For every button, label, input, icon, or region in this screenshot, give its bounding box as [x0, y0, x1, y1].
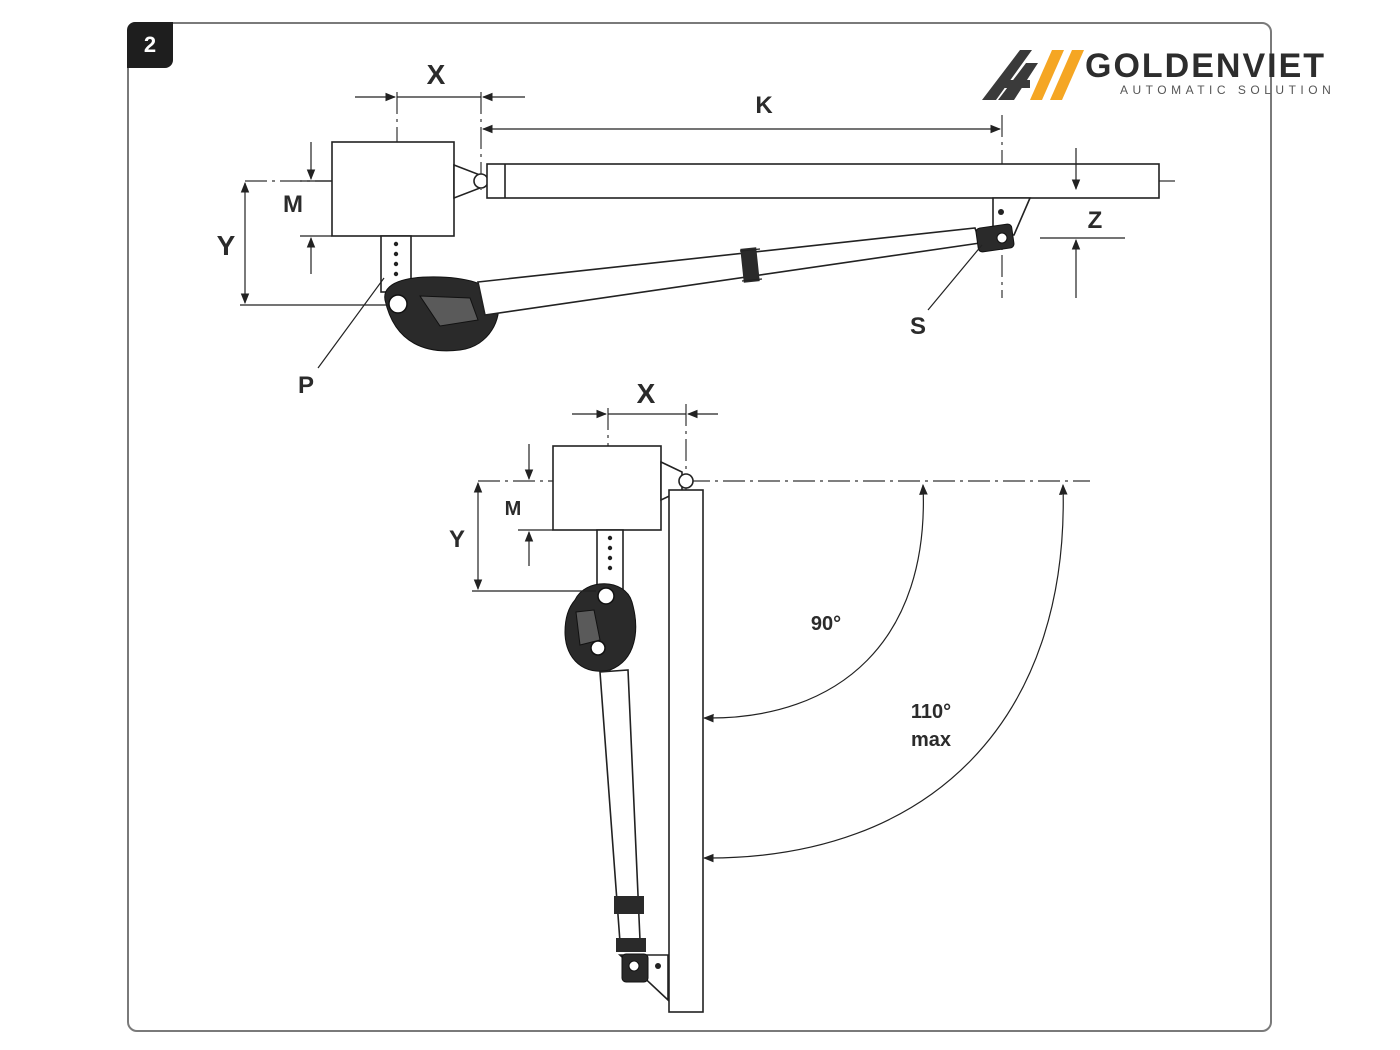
figure-frame: [127, 22, 1272, 1032]
dim-m-open-label: M: [505, 498, 522, 520]
figure-number-badge: 2: [127, 22, 173, 68]
goldenviet-logo-icon: [982, 50, 1084, 100]
angle-110-label: 110°: [911, 701, 951, 723]
actuator-arm: [477, 227, 982, 316]
logo-brand-text: GOLDENVIET: [1085, 47, 1327, 85]
arc-110-degrees: [702, 483, 1068, 863]
arc-90-degrees: [702, 483, 928, 723]
pillar-block-open: [552, 445, 662, 531]
open-position-view: X M Y 90° 110° max: [449, 378, 1090, 1013]
dim-m-label: M: [283, 191, 303, 218]
dim-k-label: K: [755, 92, 773, 119]
angle-90-label: 90°: [811, 613, 841, 635]
pillar-block: [331, 141, 455, 237]
dim-x-open-label: X: [637, 378, 656, 409]
point-s-label: S: [910, 313, 926, 340]
logo-tagline: AUTOMATIC SOLUTION: [1120, 83, 1336, 97]
hinge-pivot: [473, 173, 489, 189]
closed-position-view: X K M Y Z P S: [217, 59, 1175, 399]
point-p-label: P: [298, 372, 314, 399]
rear-bracket-open: [596, 529, 624, 593]
angle-max-label: max: [911, 729, 951, 751]
gate-leaf-open: [668, 489, 704, 1013]
dim-y-label: Y: [217, 230, 236, 261]
hinge-pivot-open: [678, 473, 694, 489]
gate-leaf: [486, 163, 1160, 199]
dim-y-open-label: Y: [449, 526, 465, 553]
motor-head-open: [564, 583, 637, 672]
company-logo: GOLDENVIET AUTOMATIC SOLUTION: [980, 45, 1360, 105]
dim-x-label: X: [427, 59, 446, 90]
dim-z-label: Z: [1088, 207, 1103, 234]
